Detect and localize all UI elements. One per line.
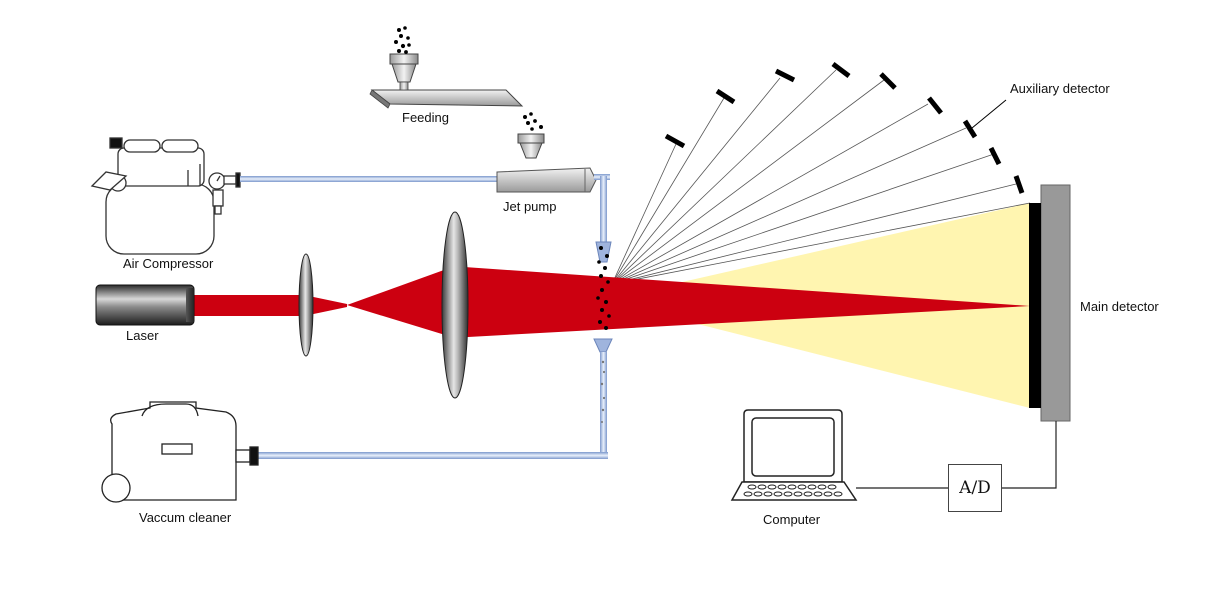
particle-stream [596, 246, 611, 330]
particle-delivery-pipe [594, 174, 610, 242]
air-compressor-label: Air Compressor [123, 256, 214, 271]
laser-beam [192, 266, 1030, 338]
laser-label: Laser [126, 328, 159, 343]
auxiliary-detector-5 [879, 72, 897, 90]
collimating-lens [441, 211, 469, 399]
suction-nozzle [593, 338, 613, 353]
auxiliary-detector-array [664, 62, 1025, 194]
auxiliary-detector-9 [1013, 175, 1025, 194]
auxiliary-detector-label: Auxiliary detector [1010, 81, 1110, 96]
air-compressor [90, 137, 241, 255]
auxiliary-detector-2 [715, 88, 736, 105]
auxiliary-detector-4 [831, 62, 851, 78]
auxiliary-detector-1 [664, 133, 686, 149]
focusing-lens [298, 253, 314, 357]
return-particles [600, 360, 606, 423]
computer-label: Computer [763, 512, 821, 527]
jet-pump-label: Jet pump [503, 199, 557, 214]
laser-device [95, 284, 195, 326]
air-supply-pipe [240, 176, 498, 182]
main-detector-face [1029, 203, 1041, 408]
ad-converter: A/D [948, 464, 1002, 512]
auxiliary-detector-8 [988, 146, 1002, 166]
return-pipe-horizontal [258, 452, 608, 459]
main-detector [1029, 184, 1071, 422]
main-detector-panel [1040, 184, 1071, 422]
injection-nozzle [595, 241, 612, 263]
signal-wiring [856, 421, 1057, 489]
main-detector-label: Main detector [1080, 299, 1159, 314]
auxiliary-detector-6 [927, 96, 943, 115]
feed-particles-hopper [394, 26, 411, 54]
jet-pump [496, 133, 597, 193]
feeding-unit [369, 53, 524, 109]
return-pipe-vertical [600, 352, 607, 458]
feed-particles-falling [523, 112, 543, 131]
computer-keyboard [743, 484, 843, 497]
vacuum-cleaner-label: Vaccum cleaner [139, 510, 232, 525]
auxiliary-detector-3 [774, 68, 796, 83]
feeding-label: Feeding [402, 110, 449, 125]
auxiliary-detector-rays [611, 69, 1031, 285]
auxiliary-detector-7 [962, 119, 978, 139]
auxiliary-detector-pointer [971, 99, 1007, 129]
vacuum-cleaner [101, 401, 259, 503]
computer [730, 409, 858, 501]
